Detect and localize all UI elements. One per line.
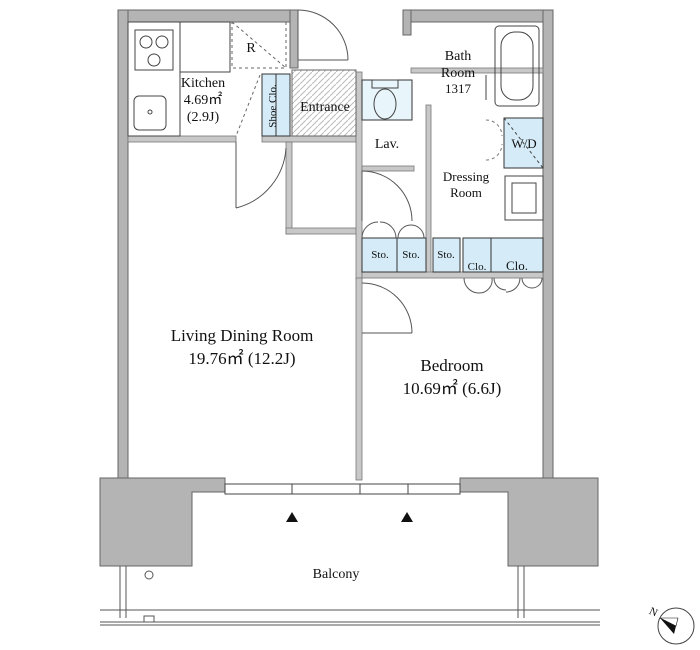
storage-label-1: Sto. bbox=[371, 249, 389, 261]
refrigerator-label: R bbox=[246, 41, 256, 56]
entrance-floor bbox=[291, 69, 357, 137]
exterior-walls bbox=[99, 9, 599, 567]
washer-icon bbox=[503, 117, 544, 221]
window-arrow-icon bbox=[286, 512, 413, 522]
washer-label: W/D bbox=[511, 136, 536, 151]
dressing-doors bbox=[485, 119, 503, 161]
closet-label-1: Clo. bbox=[468, 261, 487, 273]
balcony-windows bbox=[224, 483, 461, 495]
kitchen-area: 4.69㎡ bbox=[184, 92, 223, 108]
dressing-label-2: Room bbox=[450, 185, 482, 200]
refrigerator-icon bbox=[231, 21, 287, 69]
shoe-closet-label: Shoe Clo. bbox=[267, 84, 279, 128]
closet-label-2: Clo. bbox=[506, 258, 528, 273]
bedroom-area: 10.69㎡ (6.6J) bbox=[403, 379, 502, 398]
compass-label: N bbox=[647, 605, 659, 619]
sink-icon bbox=[133, 95, 167, 131]
living-room-name: Living Dining Room bbox=[171, 326, 314, 345]
bedroom-name: Bedroom bbox=[420, 356, 483, 375]
balcony bbox=[100, 566, 600, 626]
storage-label-2: Sto. bbox=[402, 249, 420, 261]
kitchen-counter bbox=[127, 21, 231, 137]
entrance-label: Entrance bbox=[300, 100, 350, 115]
bath-code: 1317 bbox=[445, 81, 472, 96]
toilet-icon bbox=[371, 79, 399, 120]
lavatory-label: Lav. bbox=[375, 137, 399, 152]
kitchen-size: (2.9J) bbox=[187, 110, 220, 125]
interior-walls bbox=[127, 67, 544, 481]
stove-icon bbox=[134, 29, 174, 71]
doors bbox=[235, 9, 543, 334]
bathtub-icon bbox=[494, 25, 540, 107]
kitchen-name: Kitchen bbox=[181, 76, 225, 91]
storage-units bbox=[261, 73, 544, 273]
living-room-area: 19.76㎡ (12.2J) bbox=[188, 349, 295, 368]
bath-label-2: Room bbox=[441, 66, 475, 81]
north-arrow-icon bbox=[657, 607, 695, 645]
kitchen-dashed-line bbox=[235, 74, 261, 137]
dressing-label-1: Dressing bbox=[443, 169, 490, 184]
bath-label-1: Bath bbox=[445, 49, 471, 64]
balcony-label: Balcony bbox=[313, 567, 360, 582]
storage-label-3: Sto. bbox=[437, 249, 455, 261]
